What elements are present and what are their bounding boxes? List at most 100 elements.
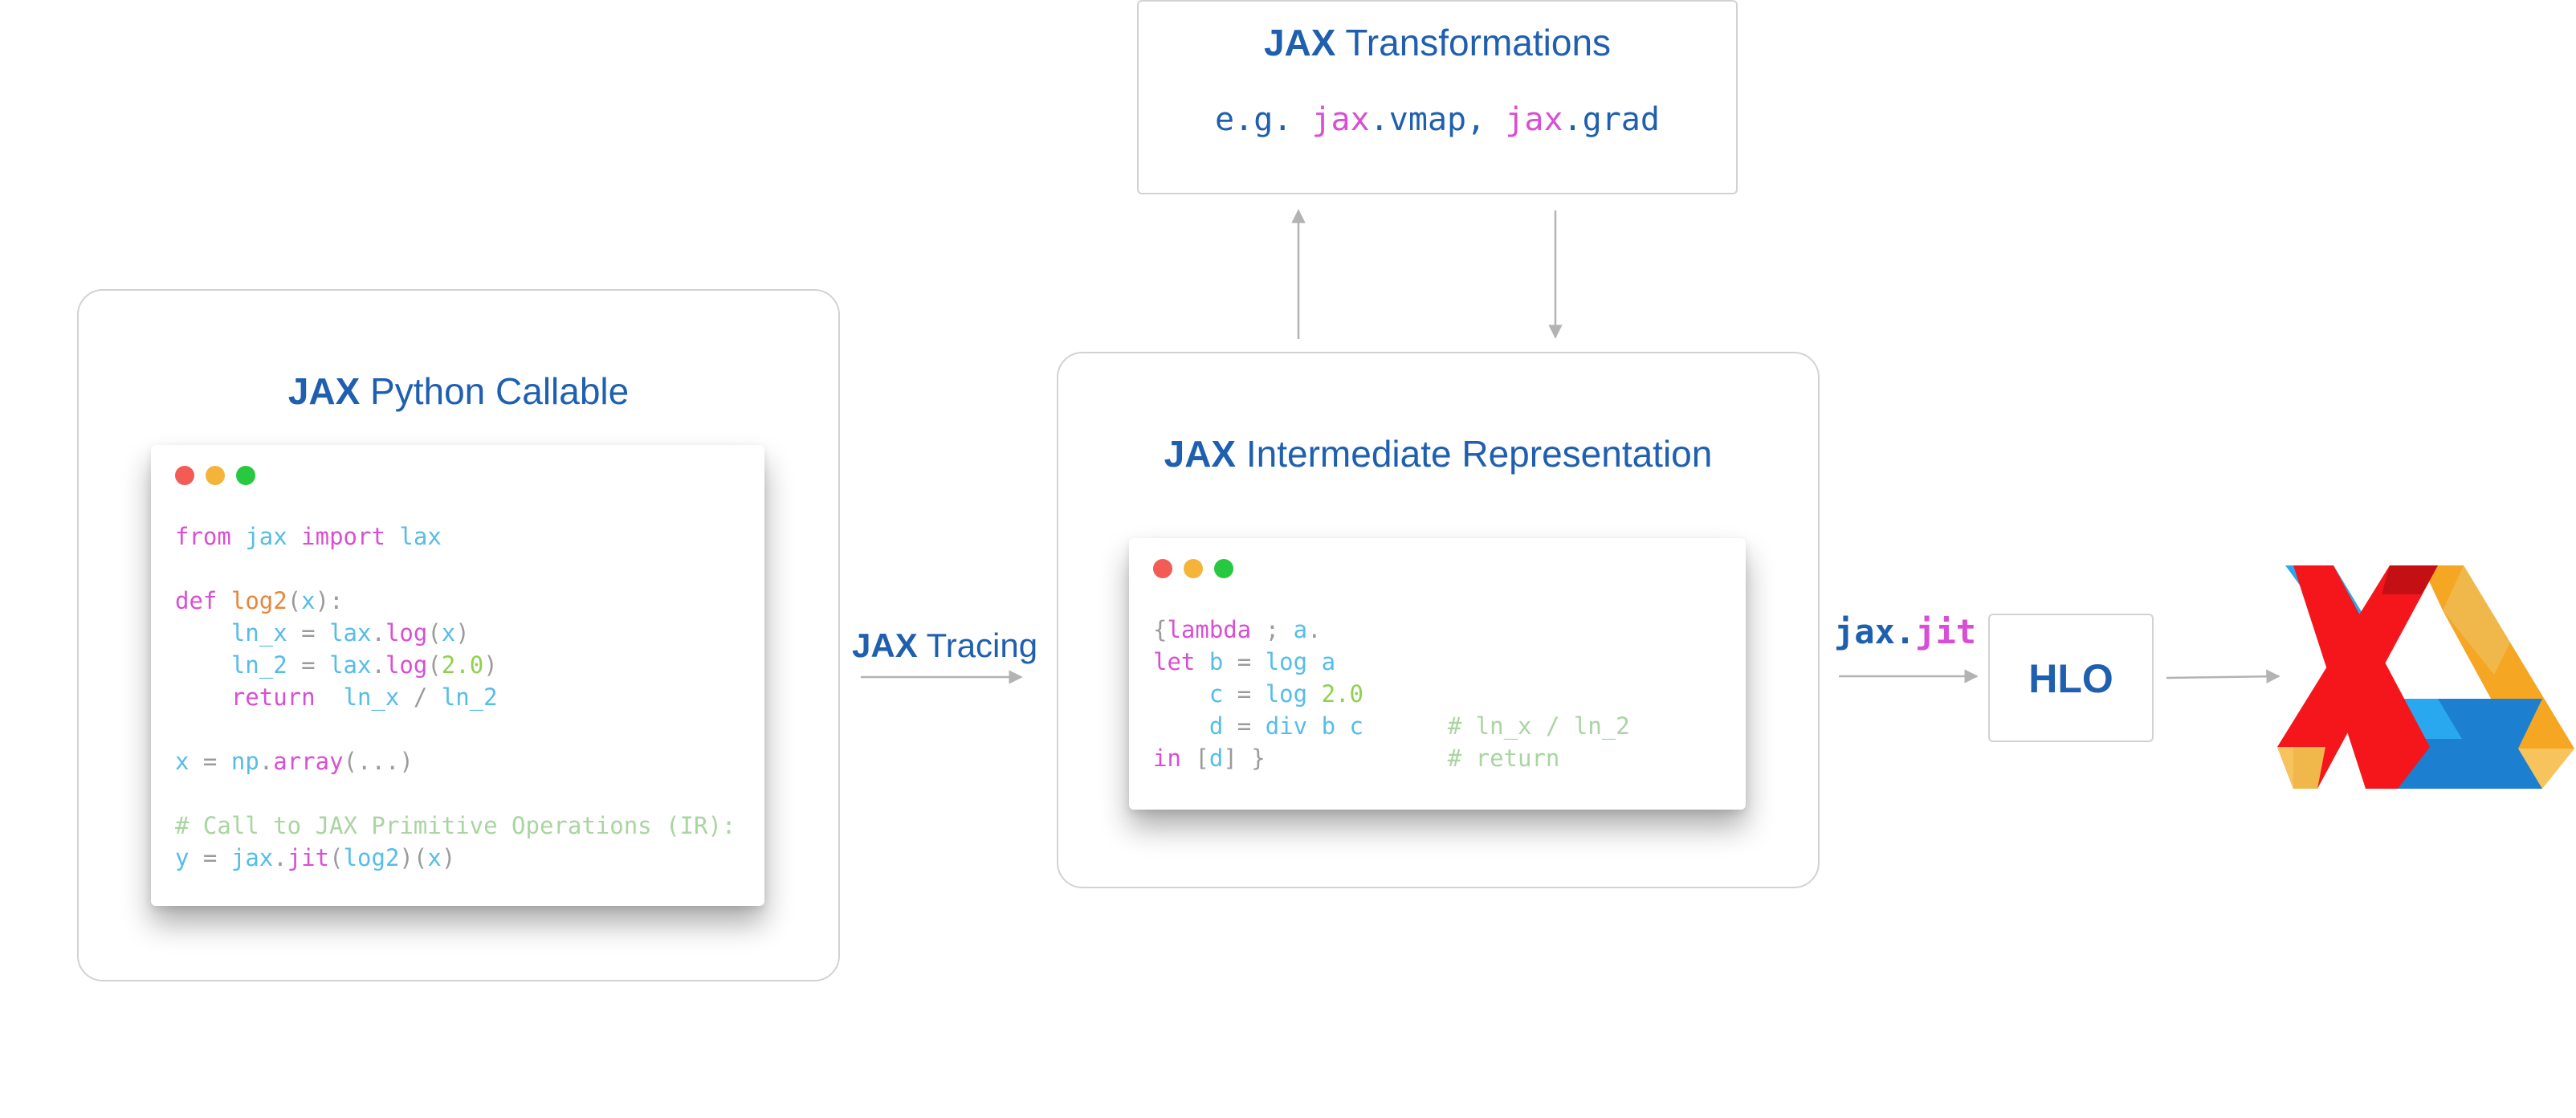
code-token: log — [385, 619, 428, 647]
xla-logo-icon — [2277, 565, 2574, 789]
code-token — [1153, 680, 1209, 708]
code-token: ] } — [1223, 745, 1266, 772]
code-token — [231, 523, 245, 550]
code-token: log2 — [230, 587, 287, 614]
code-line: x = np.array(...) — [175, 745, 736, 777]
code-token: let — [1153, 648, 1196, 675]
code-token — [1153, 712, 1209, 740]
code-token — [175, 651, 231, 679]
code-line: def log2(x): — [175, 585, 736, 617]
python-callable-panel: JAX Python Callable from jax import lax … — [77, 289, 840, 981]
code-token: )( — [399, 844, 428, 871]
code-token: ): — [315, 587, 344, 614]
hlo-box: HLO — [1988, 614, 2154, 742]
code-token: x — [175, 748, 190, 775]
code-line: ln_2 = lax.log(2.0) — [175, 649, 736, 681]
code-token: ( — [329, 844, 344, 871]
code-token: ln_2 — [441, 683, 498, 711]
code-token: def — [175, 587, 218, 614]
code-line: # Call to JAX Primitive Operations (IR): — [175, 810, 736, 842]
code-token — [316, 683, 344, 711]
window-controls — [175, 466, 267, 485]
close-dot-icon — [175, 466, 194, 485]
code-token: log — [1265, 680, 1308, 708]
window-controls — [1153, 559, 1245, 578]
code-token: jax — [245, 523, 287, 550]
code-token — [217, 587, 230, 614]
code-token: x — [427, 844, 442, 871]
code-token: jit — [287, 844, 330, 871]
code-token: { — [1153, 616, 1168, 643]
code-token: import — [301, 523, 385, 550]
ir-code: {lambda ; a.let b = log a c = log 2.0 d … — [1153, 614, 1630, 774]
code-token — [1335, 712, 1349, 740]
code-token: d — [1209, 712, 1224, 740]
code-line: let b = log a — [1153, 646, 1630, 678]
code-token — [1195, 648, 1209, 675]
code-token: div — [1265, 712, 1308, 740]
code-token: = — [189, 844, 231, 871]
code-token: . — [371, 651, 385, 679]
code-line: y = jax.jit(log2)(x) — [175, 842, 736, 874]
tracing-label: JAX Tracing — [852, 626, 1038, 664]
code-token: . — [273, 844, 287, 871]
code-token: x — [441, 619, 456, 647]
code-token: ( — [287, 587, 302, 614]
code-token: ln_2 — [230, 651, 287, 679]
code-token: ) — [441, 844, 456, 871]
code-token: a — [1293, 616, 1308, 643]
code-token: from — [175, 523, 231, 550]
maximize-dot-icon — [1214, 559, 1233, 578]
code-token — [1307, 648, 1321, 675]
code-token: in — [1153, 745, 1181, 772]
code-token — [1307, 712, 1321, 740]
code-token: # Call to JAX Primitive Operations (IR): — [175, 812, 736, 839]
code-token: [ — [1180, 745, 1209, 772]
code-token: d — [1209, 745, 1224, 772]
code-token: = — [1223, 712, 1266, 740]
code-line: from jax import lax — [175, 520, 736, 553]
code-line: ln_x = lax.log(x) — [175, 617, 736, 649]
code-token: lax — [329, 619, 372, 647]
code-token: b — [1209, 648, 1224, 675]
code-token: c — [1209, 680, 1224, 708]
code-token: . — [1307, 616, 1322, 643]
code-token: log — [1265, 648, 1308, 675]
maximize-dot-icon — [236, 466, 255, 485]
code-token: c — [1349, 712, 1363, 740]
transformations-box: JAX Transformations e.g. jax.vmap, jax.g… — [1137, 0, 1738, 194]
ir-panel: JAX Intermediate Representation {lambda … — [1057, 352, 1820, 888]
code-token — [175, 683, 231, 711]
code-line: {lambda ; a. — [1153, 614, 1630, 646]
code-token: ln_x — [230, 619, 287, 647]
code-token: a — [1321, 648, 1336, 675]
code-token: 2.0 — [441, 651, 484, 679]
python-callable-title: JAX Python Callable — [287, 370, 630, 412]
jit-label: jax.jit — [1834, 612, 1977, 651]
code-token: ) — [483, 651, 498, 679]
code-token: ln_x — [343, 683, 400, 711]
ir-title: JAX Intermediate Representation — [1164, 433, 1713, 475]
python-code: from jax import lax def log2(x): ln_x = … — [175, 520, 736, 874]
ir-code-window: {lambda ; a.let b = log a c = log 2.0 d … — [1129, 538, 1746, 810]
code-token: . — [371, 619, 385, 647]
code-line — [175, 553, 736, 585]
code-token: ) — [455, 619, 470, 647]
hlo-label: HLO — [2028, 656, 2113, 701]
code-token — [1307, 680, 1321, 708]
code-token: = — [287, 619, 330, 647]
code-token — [1363, 712, 1448, 740]
code-token — [287, 523, 301, 550]
code-token: jax — [230, 844, 274, 871]
code-token: # ln_x / ln_2 — [1447, 712, 1630, 740]
transformations-title: JAX Transformations — [1263, 22, 1612, 63]
code-token: lax — [329, 651, 372, 679]
code-token: array — [273, 748, 344, 775]
code-token: = — [1223, 680, 1266, 708]
code-token: ( — [427, 651, 442, 679]
code-line — [175, 777, 736, 810]
code-token: np — [230, 748, 259, 775]
python-code-window: from jax import lax def log2(x): ln_x = … — [151, 445, 764, 906]
code-token: x — [301, 587, 316, 614]
code-line — [175, 713, 736, 745]
